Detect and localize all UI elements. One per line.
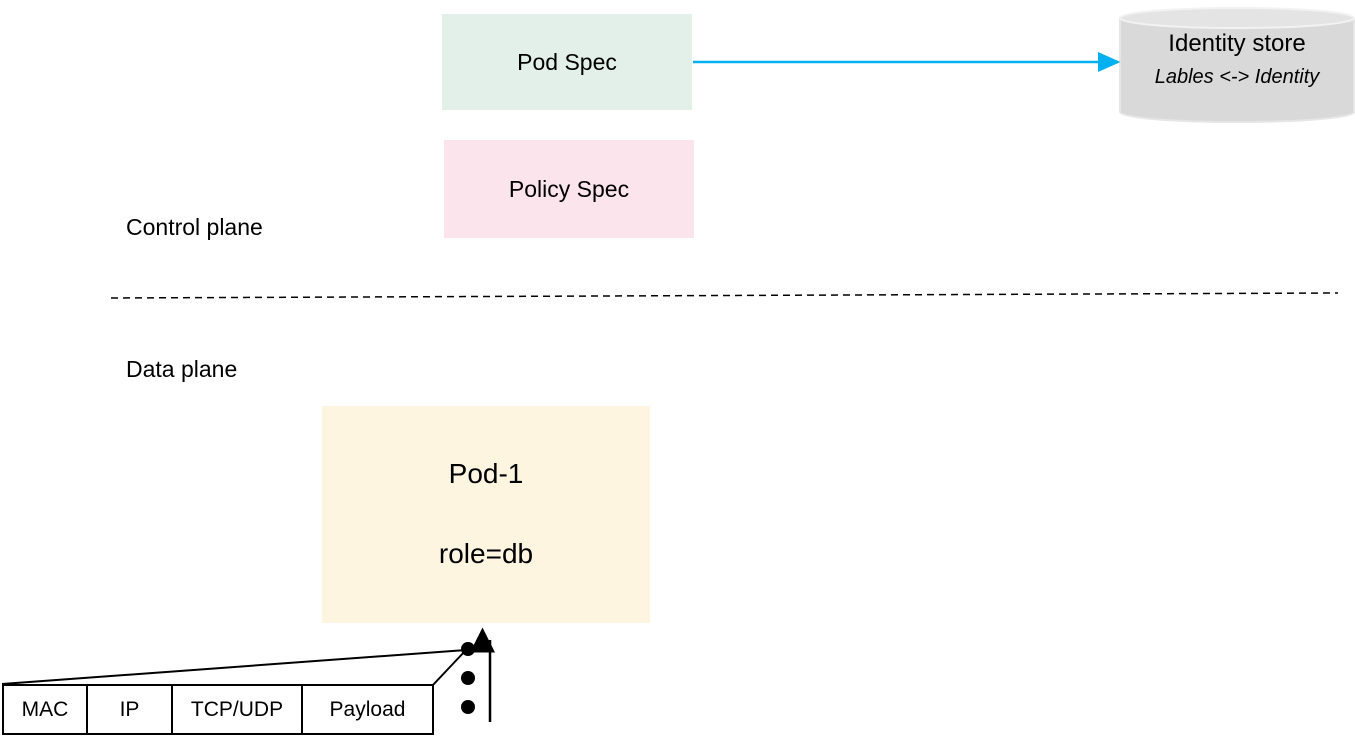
policy-spec-label: Policy Spec [508,175,630,202]
packet-callout-line-right [431,649,467,687]
plane-divider [110,292,1339,299]
pod-name: Pod-1 [448,458,524,489]
identity-store-title: Identity store [1168,30,1306,57]
pod-spec-box: Pod Spec [442,14,692,110]
packet-field-tcp-udp: TCP/UDP [171,684,303,735]
packet-callout-line-top [1,649,467,685]
packet-field-mac: MAC [2,684,88,735]
packet-header: MAC IP TCP/UDP Payload [2,684,434,735]
pod-label: role=db [438,538,534,569]
packet-dot-1 [461,642,475,656]
packet-field-payload: Payload [301,684,434,735]
data-plane-label: Data plane [126,356,238,382]
packet-dot-2 [461,671,475,685]
identity-store-subtitle: Lables <-> Identity [1154,66,1320,88]
packet-field-ip: IP [86,684,173,735]
pod-spec-label: Pod Spec [517,48,617,75]
policy-spec-box: Policy Spec [444,140,694,238]
identity-store-text: Identity store Lables <-> Identity [1120,30,1354,89]
packet-dot-3 [461,700,475,714]
pod-box: Pod-1 role=db [322,406,650,623]
control-plane-label: Control plane [126,214,263,240]
identity-store-cylinder [1119,7,1355,123]
